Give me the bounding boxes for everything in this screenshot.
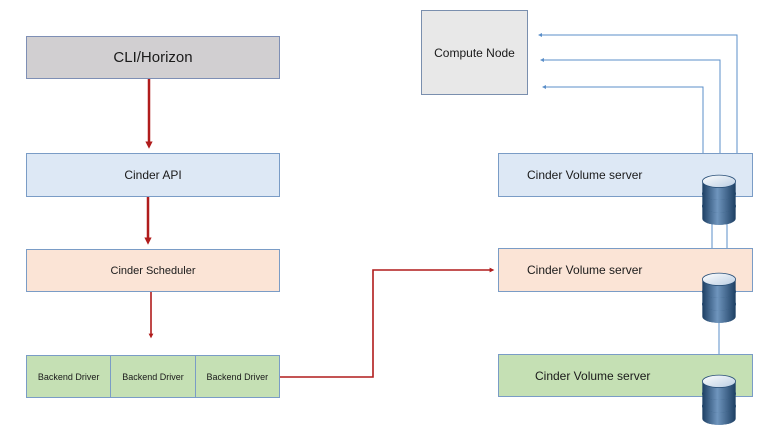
volume-server-2-label: Cinder Volume server <box>527 263 643 277</box>
link-volume-3-to-compute <box>538 33 738 153</box>
compute-node-label: Compute Node <box>434 45 515 60</box>
link-volume-2-to-compute <box>540 58 721 153</box>
link-volume-1-to-compute <box>542 85 704 153</box>
cinder-api-label: Cinder API <box>124 168 182 182</box>
backend-driver-2: Backend Driver <box>111 356 196 397</box>
backend-drivers-box: Backend Driver Backend Driver Backend Dr… <box>26 355 280 398</box>
database-icon <box>700 172 738 228</box>
cli-horizon-box: CLI/Horizon <box>26 36 280 79</box>
compute-node-box: Compute Node <box>421 10 528 95</box>
database-icon <box>700 270 738 326</box>
cli-horizon-label: CLI/Horizon <box>113 49 193 66</box>
volume-server-3-label: Cinder Volume server <box>535 368 651 383</box>
arrow-drivers-to-volume-server <box>280 267 495 378</box>
cinder-scheduler-box: Cinder Scheduler <box>26 249 280 292</box>
volume-server-1-label: Cinder Volume server <box>527 168 643 182</box>
cinder-scheduler-label: Cinder Scheduler <box>110 264 196 277</box>
database-icon <box>700 372 738 428</box>
backend-driver-3: Backend Driver <box>206 371 269 382</box>
backend-driver-1: Backend Driver <box>27 356 112 397</box>
cinder-api-box: Cinder API <box>26 153 280 197</box>
